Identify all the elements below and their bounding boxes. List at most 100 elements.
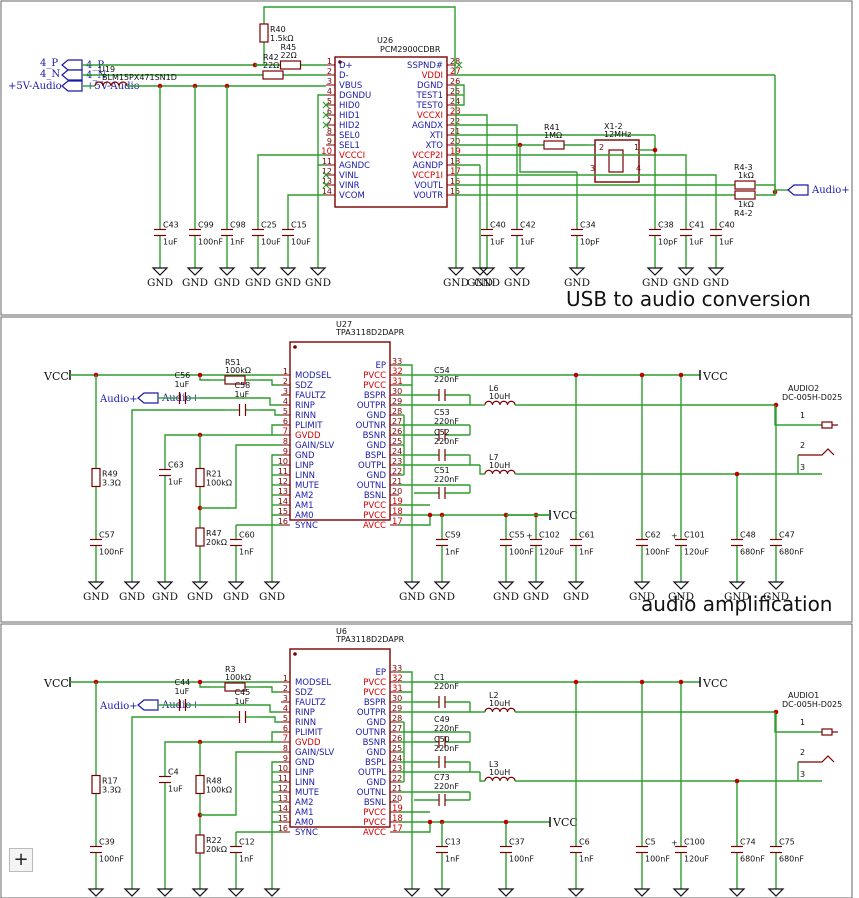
pin-number: 11: [278, 467, 288, 476]
pin-name: OUTPR: [357, 708, 386, 718]
polarity-mark: +: [671, 839, 678, 848]
crystal-ref: X1-2: [604, 122, 623, 131]
pin-name: XTI: [430, 131, 443, 141]
junction-dot: [734, 778, 740, 784]
wire: [131, 409, 225, 576]
pin-number: 8: [283, 437, 288, 446]
capacitor-value: 10pF: [658, 238, 678, 247]
pin-name: PLIMIT: [295, 728, 323, 738]
pin-name: BSNR: [363, 738, 386, 748]
pin1-marker: [293, 652, 297, 656]
capacitor-ref: C49: [434, 715, 450, 724]
pin-name: FAULTZ: [295, 698, 326, 708]
wire: [260, 379, 281, 386]
capacitor-ref: C40: [719, 221, 735, 230]
inductor-coil: [484, 469, 516, 475]
ground-symbol: GND: [429, 576, 455, 603]
pin-number: 9: [283, 754, 288, 763]
audio-plus-label: Audio+: [99, 394, 138, 405]
resistor-body: [195, 774, 205, 795]
vcc-label: VCC: [43, 370, 69, 383]
resistor-value: 1kΩ: [738, 200, 754, 209]
capacitor-ref: C56: [175, 371, 191, 380]
ground-label: GND: [493, 591, 519, 603]
ground-symbol: GND: [227, 883, 245, 897]
ground-triangle: [218, 267, 236, 276]
wire: [519, 145, 577, 173]
wire: [260, 409, 281, 416]
pin-number: 14: [322, 187, 332, 196]
pin-number: 2: [283, 377, 288, 386]
capacitor-value: 1uF: [520, 238, 535, 247]
inductor-ref: L2: [489, 691, 499, 700]
amp1-section-frame: [0, 316, 853, 623]
zoom-in-button[interactable]: +: [9, 848, 33, 872]
capacitor-value: 680nF: [779, 548, 804, 557]
wire: [479, 772, 485, 782]
pin-name: PVCC: [363, 371, 386, 381]
junction-dot: [639, 372, 645, 378]
pin-number: 14: [278, 497, 288, 506]
pin-name: EP: [376, 668, 387, 678]
ground-symbol: GND: [152, 576, 178, 603]
capacitor-value: 1nF: [579, 548, 594, 557]
ground-triangle: [263, 888, 281, 897]
pin-name: VCCCI: [339, 151, 365, 161]
ground-triangle: [433, 581, 451, 590]
ground-symbol: GND: [668, 576, 694, 603]
junction-dot: [734, 471, 740, 477]
junction-dot: [678, 679, 684, 685]
wire: [260, 686, 281, 693]
connector-pin-1: 1: [800, 718, 805, 727]
pin-number: 28: [392, 714, 402, 723]
vcc-label-mid: VCC: [552, 816, 578, 829]
ground-triangle: [677, 267, 695, 276]
ground-symbol: GND: [123, 883, 141, 897]
pin-number: 26: [392, 734, 402, 743]
junction-dot: [427, 819, 433, 825]
connector-ref: AUDIO2: [788, 384, 819, 393]
capacitor-value: 1uF: [168, 785, 183, 794]
capacitor-ref: C1: [434, 673, 445, 682]
capacitor-value: 100nF: [99, 855, 124, 864]
usb-audio-chip: [334, 56, 448, 208]
resistor-value: 22Ω: [263, 61, 279, 70]
wire: [456, 124, 518, 220]
pin-number: 19: [392, 804, 403, 814]
pin-number: 6: [327, 107, 332, 116]
resistor-value: 3.3Ω: [102, 786, 121, 795]
pin-number: 31: [392, 377, 403, 387]
chip-ref: U27: [336, 320, 352, 329]
capacitor-value: 1nF: [230, 238, 245, 247]
ground-triangle: [156, 888, 174, 897]
pin-number: 16: [278, 824, 288, 833]
pin-number: 24: [450, 97, 460, 106]
net-label: Audio+: [161, 393, 200, 404]
pin-name: RINN: [295, 411, 316, 421]
resistor-ref: R42: [263, 53, 279, 62]
capacitor-value: 1nF: [239, 855, 254, 864]
pin-name: PVCC: [363, 678, 386, 688]
junction-dot: [652, 147, 658, 153]
net-flag-shape: [137, 392, 159, 404]
pin-number: 3: [283, 694, 288, 703]
capacitor-value: 1uF: [168, 478, 183, 487]
pin-number: 3: [283, 387, 288, 396]
ground-triangle: [249, 267, 267, 276]
net-label: +5V-Audio: [86, 81, 140, 92]
pin-name: D+: [339, 61, 353, 71]
pin-number: 4: [283, 704, 288, 713]
ground-triangle: [497, 581, 515, 590]
ground-triangle: [478, 267, 496, 276]
resistor-body: [195, 527, 205, 547]
resistor-ref: R51: [225, 358, 241, 367]
capacitor-value: 220nF: [434, 417, 459, 426]
ground-triangle: [527, 581, 545, 590]
ground-symbol: GND: [504, 262, 530, 289]
ground-symbol: GND: [493, 576, 519, 603]
ground-triangle: [151, 267, 169, 276]
capacitor-ref: C74: [740, 838, 756, 847]
ground-label: GND: [673, 277, 699, 289]
ground-label: GND: [305, 277, 331, 289]
